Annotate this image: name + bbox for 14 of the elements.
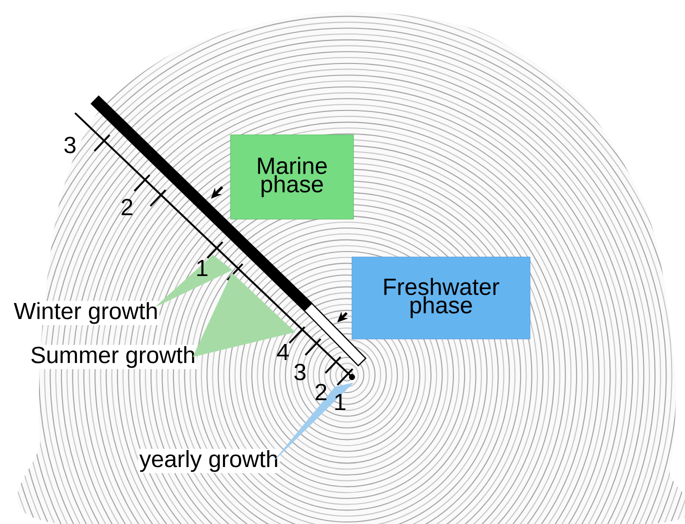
tick-number: 3 (294, 364, 306, 380)
phase-box: Freshwater phase (352, 256, 530, 340)
tick-number: 4 (277, 344, 289, 360)
callout-wedge (274, 382, 354, 461)
tick-number: 1 (335, 394, 346, 410)
callout-label: Summer growth (29, 344, 197, 370)
callout-label: yearly growth (138, 448, 280, 474)
tick-number: 2 (122, 198, 132, 216)
tick-number: 2 (316, 384, 326, 400)
callout-wedge (192, 272, 296, 357)
phase-box: Marine phase (230, 134, 354, 220)
tick-number: 1 (197, 260, 208, 276)
callout-wedge (155, 254, 232, 307)
callout-label: Winter growth (12, 300, 160, 326)
